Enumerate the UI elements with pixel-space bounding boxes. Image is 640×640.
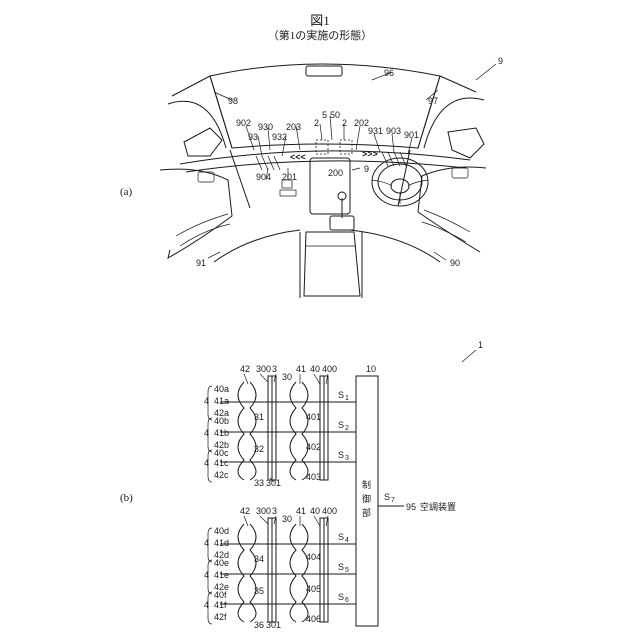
ref-label-device-lower-groups-2-p41: 41f — [214, 600, 227, 610]
signal-s7-sub: 7 — [391, 497, 395, 504]
ref-label-device-lower-groups-0-sub: 4 — [345, 537, 349, 544]
ref-label-device-upper-groups-2-drv: 403 — [306, 472, 321, 482]
ref-label-device-upper-top_labels-1: 300 — [256, 364, 271, 374]
ref-label-device-lower-top_labels-2: 3 — [272, 506, 277, 516]
controller-label-3: 部 — [362, 507, 371, 518]
ref-label-device-upper-ref_301: 301 — [266, 478, 281, 488]
ref-label-device-lower-groups-0-p41: 41d — [214, 538, 229, 548]
ref-label-device-lower-ref_301: 301 — [266, 620, 281, 630]
ref-label-device-upper-groups-0-sub: 1 — [345, 395, 349, 402]
ref-label-device-upper-groups-1-p41: 41b — [214, 428, 229, 438]
lower-group-e: 40e 4 41e 42e 35 405 S 5 — [204, 558, 356, 596]
ref-label-device-upper-groups-2-sub: 3 — [345, 455, 349, 462]
ref-label-device-upper-groups-1-mid: 32 — [254, 444, 264, 454]
ref-label-device-upper-groups-0-p41: 41a — [214, 396, 229, 406]
ref-label-device-lower-groups-1-p41: 41e — [214, 570, 229, 580]
ref-label-device-lower-groups-2-p40: 40f — [214, 590, 227, 600]
ref-label-device-lower-groups-2-mid: 36 — [254, 620, 264, 630]
ref-label-device-upper-groups-2-sig: S — [338, 450, 344, 460]
ref-label-device-lower-groups-0-mid: 34 — [254, 554, 264, 564]
ref-label-device-lower-top_labels-3: 41 — [296, 506, 306, 516]
ref-label-device-lower-groups-2-p42: 42f — [214, 612, 227, 622]
ref-label-device-lower-groups-1-sig: S — [338, 562, 344, 572]
ref-label-device-lower-groups-2-drv: 406 — [306, 614, 321, 624]
ref-label-device-upper-ref_30: 30 — [282, 372, 292, 382]
ref-label-device-upper-top_labels-0: 42 — [240, 364, 250, 374]
ref-controller-10: 10 — [366, 364, 376, 374]
ref-label-device-lower-top_labels-5: 400 — [322, 506, 337, 516]
ref-label-device-upper-groups-1-sig: S — [338, 420, 344, 430]
ref-label-device-lower-groups-0-drv: 404 — [306, 552, 321, 562]
upper-block: 42 300 3 41 40 400 30 301 — [238, 364, 337, 488]
ac-label: 空調装置 — [420, 501, 456, 512]
ref-label-device-upper-top_labels-4: 40 — [310, 364, 320, 374]
controller-label-2: 御 — [362, 493, 371, 504]
lower-block: 42 300 3 41 40 400 30 301 — [238, 506, 337, 630]
ref-label-device-upper-groups-2-p42: 42c — [214, 470, 229, 480]
ref-label-device-upper-groups-0-drv: 401 — [306, 412, 321, 422]
ac-ref-95: 95 — [406, 502, 416, 512]
ref-label-device-upper-groups-0-sig: S — [338, 390, 344, 400]
ref-label-device-upper-groups-1-drv: 402 — [306, 442, 321, 452]
ref-label-device-lower-groups-0-p40: 40d — [214, 526, 229, 536]
ref-label-device-upper-top_labels-5: 400 — [322, 364, 337, 374]
ref-label-device-upper-groups-2-mid: 33 — [254, 478, 264, 488]
ref-label-device-upper-groups-0-mid: 31 — [254, 412, 264, 422]
ref-label-device-upper-groups-2-p40: 40c — [214, 448, 229, 458]
ref-label-device-lower-groups-0-sig: S — [338, 532, 344, 542]
ref-label-device-upper-top_labels-3: 41 — [296, 364, 306, 374]
ref-label-device-lower-top_labels-1: 300 — [256, 506, 271, 516]
ref-label-device-lower-groups-1-drv: 405 — [306, 584, 321, 594]
controller-label-1: 制 — [362, 479, 371, 490]
ref-label-device-lower-groups-1-p40: 40e — [214, 558, 229, 568]
ref-label-device-lower-ref_30: 30 — [282, 514, 292, 524]
ref-label-device-upper-groups-2-p41: 41c — [214, 458, 229, 468]
ref-label-device-upper-groups-1-sub: 2 — [345, 425, 349, 432]
ref-label-device-lower-groups-1-sub: 5 — [345, 567, 349, 574]
ref-label-device-lower-groups-1-mid: 35 — [254, 586, 264, 596]
ref-label-device-lower-top_labels-4: 40 — [310, 506, 320, 516]
ref-label-device-lower-groups-2-sub: 6 — [345, 597, 349, 604]
ref-label-device-lower-top_labels-0: 42 — [240, 506, 250, 516]
ref-system-1: 1 — [478, 340, 483, 350]
ref-label-device-upper-top_labels-2: 3 — [272, 364, 277, 374]
ref-label-device-upper-groups-0-p40: 40a — [214, 384, 229, 394]
ref-label-device-lower-groups-2-sig: S — [338, 592, 344, 602]
ref-label-device-upper-groups-1-p40: 40b — [214, 416, 229, 426]
signal-s7: S — [384, 492, 390, 502]
